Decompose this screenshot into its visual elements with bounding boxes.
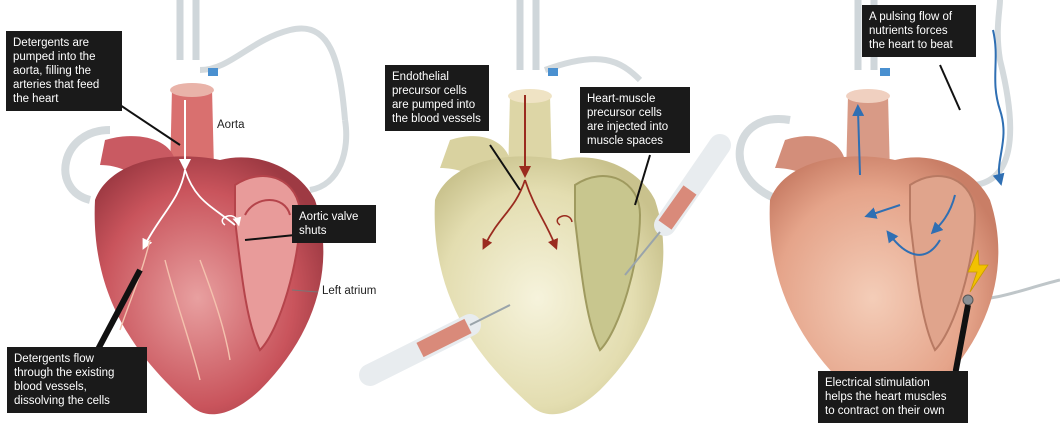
callout-detergents-pumped: Detergents are pumped into the aorta, fi…	[6, 31, 122, 111]
tube	[975, 0, 1010, 185]
tube	[310, 120, 346, 190]
callout-pulsing-flow: A pulsing flow of nutrients forces the h…	[862, 5, 976, 57]
label-left-atrium: Left atrium	[322, 284, 376, 298]
electrode-icon	[963, 295, 973, 305]
tube	[545, 59, 640, 80]
label-aorta: Aorta	[217, 118, 245, 132]
callout-detergents-flow: Detergents flow through the existing blo…	[7, 347, 147, 413]
callout-electrical-stimulation: Electrical stimulation helps the heart m…	[818, 371, 968, 423]
callout-aortic-valve: Aortic valve shuts	[292, 205, 376, 243]
panel-recellularization	[370, 0, 720, 414]
callout-endothelial-cells: Endothelial precursor cells are pumped i…	[385, 65, 489, 131]
panel-maturation	[740, 0, 1060, 414]
tube	[520, 0, 536, 70]
tube	[200, 28, 345, 120]
callout-heart-muscle-cells: Heart-muscle precursor cells are injecte…	[580, 87, 690, 153]
tube	[180, 0, 196, 60]
